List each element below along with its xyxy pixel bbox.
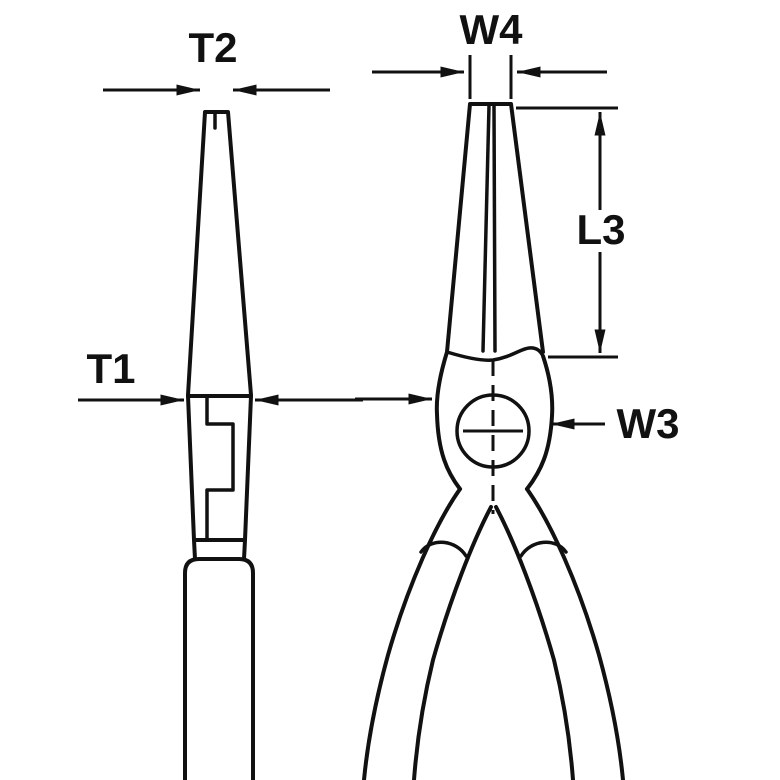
side-view-grip: [183, 557, 255, 780]
side-view-joint-step: [205, 394, 235, 542]
dimension-lines: [78, 55, 618, 430]
dimension-labels: T2 T1 W4 L3 W3: [86, 6, 679, 447]
front-view: [362, 102, 625, 780]
t1-label: T1: [86, 345, 135, 392]
grip-cap-right: [519, 540, 568, 558]
w3-label: W3: [617, 400, 680, 447]
side-view-body-sides: [186, 394, 253, 561]
w4-label: W4: [460, 6, 524, 53]
t2-label: T2: [188, 24, 237, 71]
grip-cap-left: [419, 540, 468, 558]
l3-label: L3: [576, 206, 625, 253]
w4-extension-lines: [468, 55, 513, 99]
l3-extension-lines: [516, 106, 618, 359]
front-view-handles: [362, 487, 625, 780]
front-view-joint-line: [445, 346, 545, 362]
side-view-jaw-outline: [186, 110, 253, 397]
front-view-head-outline: [434, 350, 555, 491]
front-view-jaw-slot: [481, 104, 497, 353]
side-view: [183, 110, 255, 780]
front-view-jaw-outline: [445, 102, 545, 354]
